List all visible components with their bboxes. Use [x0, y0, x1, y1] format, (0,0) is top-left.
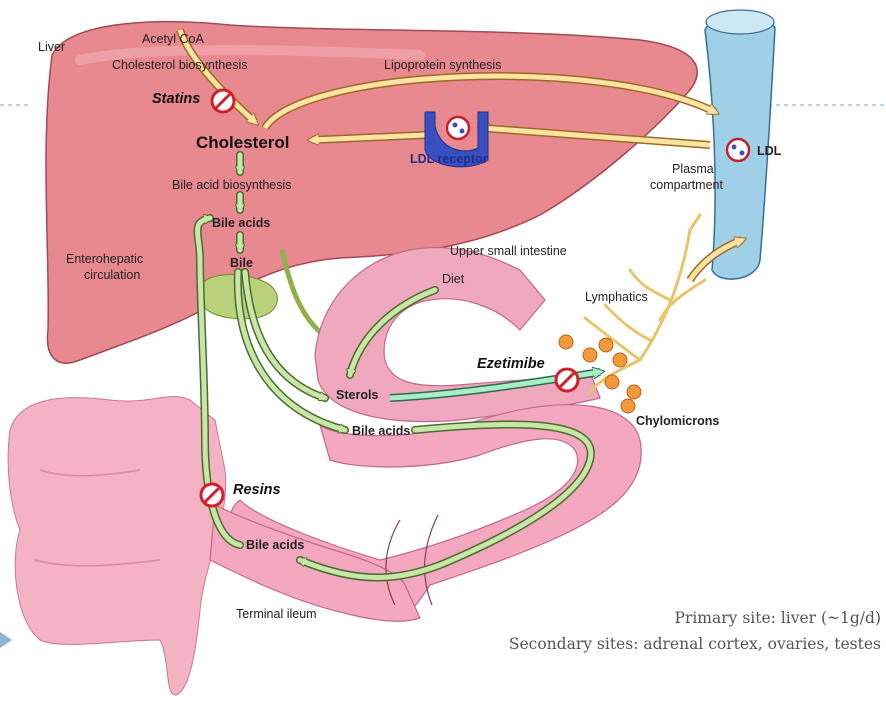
chylomicron-icon — [627, 385, 641, 399]
label-acetyl-coa: Acetyl CoA — [142, 32, 204, 46]
ezetimibe-inhibit-icon — [556, 369, 578, 391]
chylomicron-icon — [559, 335, 573, 349]
label-ezetimibe: Ezetimibe — [477, 356, 545, 373]
label-bile-acids-ileum: Bile acids — [246, 538, 304, 552]
label-cholesterol-biosynthesis: Cholesterol biosynthesis — [112, 58, 248, 72]
label-bile-acid-biosynthesis: Bile acid biosynthesis — [172, 178, 292, 192]
label-circulation: circulation — [84, 268, 140, 282]
label-cholesterol: Cholesterol — [196, 133, 290, 153]
label-bile-acids-intestine: Bile acids — [352, 424, 410, 438]
label-plasma: Plasma — [672, 162, 714, 176]
colon-shape — [8, 396, 226, 695]
chylomicron-icon — [583, 348, 597, 362]
label-terminal-ileum: Terminal ileum — [236, 607, 317, 621]
label-bile: Bile — [230, 256, 253, 270]
note-secondary-sites: Secondary sites: adrenal cortex, ovaries… — [509, 636, 881, 654]
vessel-opening — [706, 10, 774, 34]
chylomicron-icon — [613, 353, 627, 367]
chylomicron-icon — [599, 338, 613, 352]
label-chylomicrons: Chylomicrons — [636, 414, 719, 428]
label-resins: Resins — [233, 482, 281, 499]
label-lymphatics: Lymphatics — [585, 290, 648, 304]
label-liver: Liver — [38, 40, 65, 54]
label-ldl: LDL — [757, 144, 781, 158]
label-ldl-receptor: LDL receptor — [410, 152, 488, 166]
label-bile-acids-liver: Bile acids — [212, 216, 270, 230]
chylomicron-icon — [621, 399, 635, 413]
label-diet: Diet — [442, 272, 464, 286]
label-enterohepatic: Enterohepatic — [66, 252, 143, 266]
label-compartment: compartment — [650, 178, 723, 192]
statins-inhibit-icon — [212, 90, 234, 112]
label-upper-small-intestine: Upper small intestine — [450, 244, 567, 258]
chylomicron-icon — [605, 375, 619, 389]
ldl-particle-icon — [727, 139, 749, 161]
slide-marker-icon — [0, 632, 12, 648]
label-lipoprotein-synthesis: Lipoprotein synthesis — [384, 58, 501, 72]
note-primary-site: Primary site: liver (~1g/d) — [675, 610, 881, 628]
label-statins: Statins — [152, 91, 200, 108]
resins-inhibit-icon — [201, 484, 223, 506]
label-sterols: Sterols — [336, 388, 378, 402]
